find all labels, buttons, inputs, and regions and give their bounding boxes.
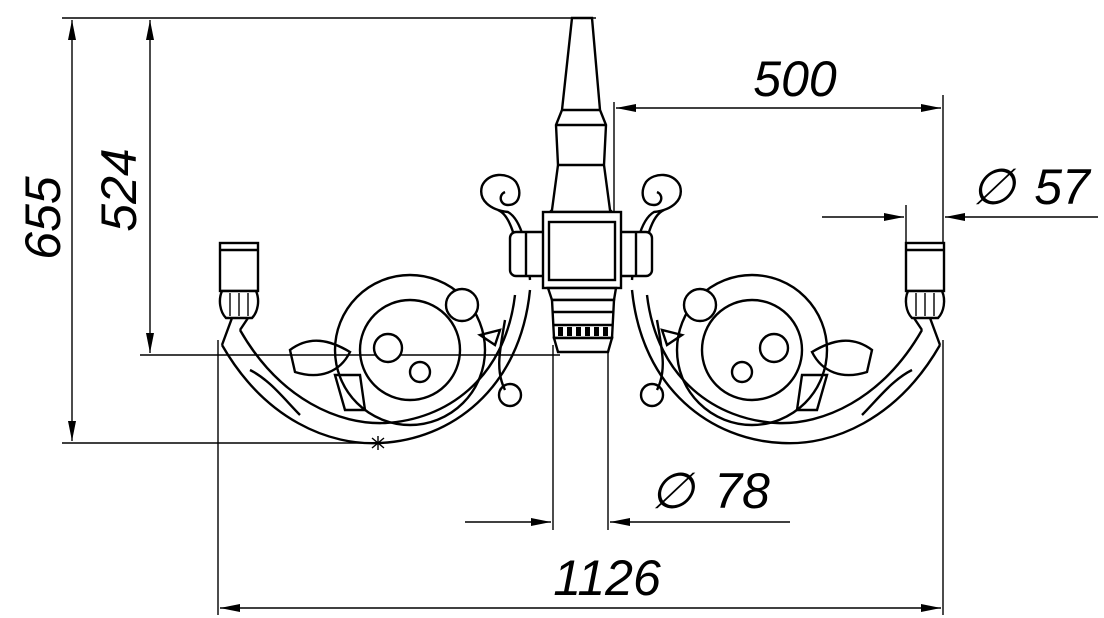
dim-label-arm-offset: 500	[753, 51, 837, 107]
dim-label-arm-height: 524	[91, 148, 147, 231]
dim-label-socket-diameter: 57	[1034, 159, 1092, 215]
chandelier-outline	[218, 16, 946, 450]
dim-label-overall-width: 1126	[553, 550, 661, 606]
hub-teeth	[558, 327, 608, 336]
dim-label-pole-diameter: 78	[714, 463, 770, 519]
dim-label-overall-height: 655	[15, 176, 71, 260]
diameter-symbol-socket: ∅	[971, 159, 1017, 215]
dimension-lines	[68, 20, 1098, 612]
extension-lines	[62, 17, 944, 615]
diameter-symbol-pole: ∅	[650, 463, 696, 519]
